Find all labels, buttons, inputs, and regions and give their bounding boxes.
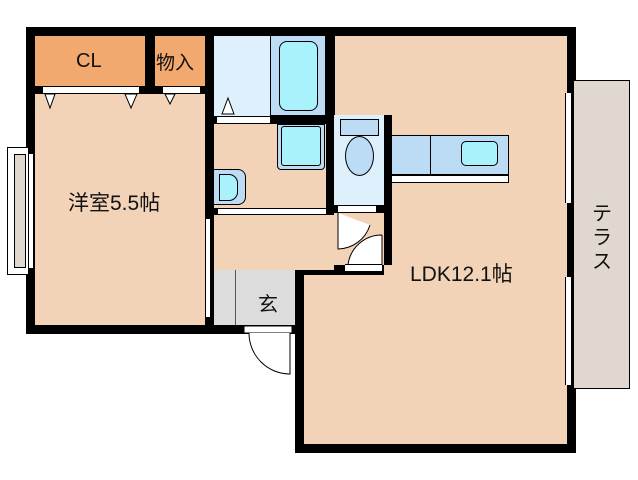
left-window [28,154,34,268]
closet-area [35,36,145,86]
ldk-window-upper [565,93,572,203]
closet-label: CL [76,50,102,72]
toilet-bowl-icon [345,136,374,176]
entrance-step-line [235,270,236,325]
terrace [573,80,630,389]
western-room-label: 洋室5.5帖 [68,192,161,215]
bathroom-door-mark-icon [221,96,235,115]
closet-door-marks-icon [44,94,176,110]
western-room-sliding-door [205,219,211,317]
entrance-label: 玄 [258,294,278,316]
storage-label: 物入 [156,53,195,74]
ldk-door-frame [345,264,382,272]
kitchen-sink-icon [461,141,498,166]
ldk-room-lower [304,275,567,444]
terrace-label: テラス [590,202,614,274]
kitchen-counter-divider [430,135,431,175]
entrance [214,270,295,325]
kitchen-counter-edge [392,175,509,183]
bathtub-icon [279,41,318,111]
washroom-sliding-door [218,208,326,215]
toilet-door-frame [338,205,376,213]
bathroom-door [217,116,270,124]
storage-area [155,36,205,86]
western-room [35,94,205,325]
left-balcony-floor [14,154,26,268]
storage-door-track [163,86,200,94]
toilet-door-swing-icon [337,213,383,266]
ldk-window-lower [565,277,572,385]
washing-machine-icon [281,126,321,166]
terrace-label-text: テラス [592,203,612,273]
front-door-swing-icon [243,326,293,375]
closet-door-track [43,86,139,94]
ldk-room-mid [384,265,567,277]
vanity-basin-icon [219,174,238,201]
ldk-label: LDK12.1帖 [410,263,513,286]
toilet-tank-icon [340,119,379,136]
hallway [214,215,334,270]
